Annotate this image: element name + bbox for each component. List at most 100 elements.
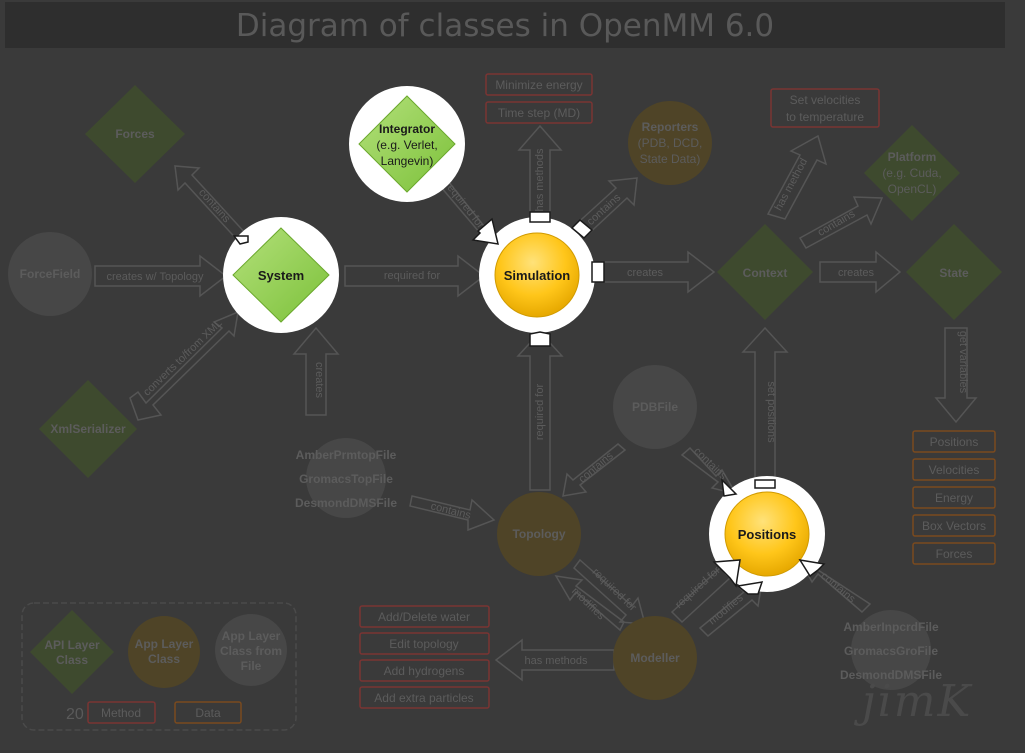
slide-title: Diagram of classes in OpenMM 6.0 bbox=[235, 8, 775, 44]
arrowhead-modeller-positions bbox=[712, 559, 741, 588]
method-minimize-energy-label: Minimize energy bbox=[495, 78, 582, 92]
legend-appfile-line2: Class from bbox=[220, 644, 282, 658]
legend-app-line1: App Layer bbox=[135, 637, 194, 651]
node-reporters-line3: State Data) bbox=[640, 152, 701, 166]
node-forcefield-label: ForceField bbox=[20, 267, 81, 281]
arrow-topfiles-topology bbox=[409, 495, 496, 532]
node-state-label: State bbox=[939, 266, 969, 280]
node-platform-line2: (e.g. Cuda, bbox=[882, 166, 941, 180]
logo: jimK bbox=[862, 676, 973, 727]
edge-label-contains-pdb-top: contains bbox=[577, 450, 616, 486]
data-positions: Positions bbox=[912, 430, 996, 453]
method-edit-topology-label: Edit topology bbox=[389, 637, 458, 651]
arrow-pdb-topology bbox=[562, 443, 627, 497]
method-minimize-energy: Minimize energy bbox=[485, 73, 593, 96]
title-bar: Diagram of classes in OpenMM 6.0 bbox=[5, 2, 1005, 48]
arrow-stub-simulation-reporters bbox=[570, 218, 594, 240]
arrowhead-into-simulation bbox=[471, 217, 499, 245]
node-platform-line1: Platform bbox=[888, 150, 937, 164]
method-add-hydrogens: Add hydrogens bbox=[359, 659, 490, 682]
node-modeller-label: Modeller bbox=[630, 651, 680, 665]
edge-label-creates-state: creates bbox=[838, 267, 875, 279]
node-coordfiles-line3: DesmondDMSFile bbox=[840, 668, 942, 682]
legend-api-line1: API Layer bbox=[44, 638, 100, 652]
arrow-modeller-topology bbox=[554, 575, 625, 632]
node-integrator: Integrator (e.g. Verlet, Langevin) bbox=[349, 86, 465, 202]
edge-label-has-methods-sim: has methods bbox=[534, 148, 546, 211]
node-topology: Topology bbox=[497, 492, 581, 576]
edge-label-converts-xml: converts to/from XML bbox=[141, 317, 225, 398]
node-context: Context bbox=[717, 224, 813, 320]
arrow-state-data bbox=[934, 327, 978, 424]
edge-label-contains-topfiles: contains bbox=[429, 500, 472, 522]
arrow-system-forces bbox=[174, 165, 249, 246]
data-velocities: Velocities bbox=[912, 458, 996, 481]
edge-label-creates-w-topology: creates w/ Topology bbox=[106, 271, 204, 283]
arrow-context-platform bbox=[798, 196, 884, 250]
legend: API Layer Class App Layer Class App Laye… bbox=[21, 602, 297, 731]
node-xmlserializer: XmlSerializer bbox=[39, 380, 137, 478]
edge-label-contains-coordfiles: contains bbox=[818, 570, 857, 606]
data-positions-label: Positions bbox=[930, 435, 979, 449]
arrowhead-coordfiles-positions bbox=[798, 558, 826, 578]
node-integrator-line2: (e.g. Verlet, bbox=[376, 138, 437, 152]
arrow-positions-context bbox=[741, 326, 789, 489]
legend-app-file: App Layer Class from File bbox=[215, 614, 287, 686]
method-add-delete-water: Add/Delete water bbox=[359, 605, 490, 628]
edge-label-set-positions: set positions bbox=[765, 381, 777, 443]
data-energy: Energy bbox=[912, 486, 996, 509]
edge-label-required-for-positions: required for bbox=[673, 564, 723, 611]
arrow-stub-positions-modeller bbox=[736, 581, 764, 595]
node-context-label: Context bbox=[743, 266, 788, 280]
node-platform: Platform (e.g. Cuda, OpenCL) bbox=[864, 125, 960, 221]
node-modeller: Modeller bbox=[613, 616, 697, 700]
node-forces: Forces bbox=[85, 85, 185, 183]
node-xmlserializer-label: XmlSerializer bbox=[50, 422, 126, 436]
node-system: System bbox=[223, 217, 339, 333]
node-reporters: Reporters (PDB, DCD, State Data) bbox=[628, 101, 712, 185]
method-add-extra-particles: Add extra particles bbox=[359, 686, 490, 709]
node-topfiles-line3: DesmondDMSFile bbox=[295, 496, 397, 510]
node-topology-label: Topology bbox=[512, 527, 565, 541]
node-state: State bbox=[906, 224, 1002, 320]
legend-appfile-line1: App Layer bbox=[222, 629, 281, 643]
node-topfiles-line2: GromacsTopFile bbox=[299, 472, 393, 486]
node-simulation-label: Simulation bbox=[504, 268, 571, 283]
edge-label-required-for-integrator: required for bbox=[442, 179, 486, 231]
node-coordfiles-line2: GromacsGroFile bbox=[844, 644, 938, 658]
legend-method-label: Method bbox=[101, 706, 141, 720]
node-platform-line3: OpenCL) bbox=[888, 182, 937, 196]
edge-label-has-methods-modeller: has methods bbox=[525, 655, 588, 667]
data-box-vectors: Box Vectors bbox=[912, 514, 996, 537]
legend-api-line2: Class bbox=[56, 653, 88, 667]
data-velocities-label: Velocities bbox=[929, 463, 980, 477]
edge-label-required-for-system: required for bbox=[384, 270, 441, 282]
arrow-stub-system-forces bbox=[232, 235, 249, 245]
arrow-stub-positions-up bbox=[754, 479, 776, 489]
node-topfiles: AmberPrmtopFile GromacsTopFile DesmondDM… bbox=[295, 438, 397, 518]
node-pdbfile-label: PDBFile bbox=[632, 400, 678, 414]
method-set-velocities-line2: to temperature bbox=[786, 110, 864, 124]
edge-label-creates-context: creates bbox=[627, 267, 664, 279]
node-coordfiles-line1: AmberInpcrdFile bbox=[843, 620, 939, 634]
page-number: 20 bbox=[66, 706, 84, 723]
method-add-delete-water-label: Add/Delete water bbox=[378, 610, 470, 624]
node-forcefield: ForceField bbox=[8, 232, 92, 316]
arrow-stub-simulation-context bbox=[591, 261, 605, 283]
node-system-label: System bbox=[258, 268, 304, 283]
node-simulation: Simulation bbox=[479, 217, 595, 333]
node-pdbfile: PDBFile bbox=[613, 365, 697, 449]
edge-label-modifies-topology: modifies bbox=[569, 585, 607, 622]
node-coordfiles: AmberInpcrdFile GromacsGroFile DesmondDM… bbox=[840, 610, 942, 690]
arrow-xml-system bbox=[129, 310, 239, 421]
arrow-simulation-methods bbox=[517, 124, 563, 223]
node-reporters-line2: (PDB, DCD, bbox=[638, 136, 703, 150]
edge-label-contains-reporters: contains bbox=[585, 191, 624, 228]
arrow-context-velocities bbox=[766, 134, 828, 220]
legend-appfile-line3: File bbox=[241, 659, 262, 673]
node-positions-label: Positions bbox=[738, 527, 797, 542]
arrow-context-state bbox=[819, 250, 902, 294]
node-integrator-line3: Langevin) bbox=[381, 154, 434, 168]
arrowhead-topology-simulation bbox=[529, 331, 551, 347]
node-forces-label: Forces bbox=[115, 127, 155, 141]
